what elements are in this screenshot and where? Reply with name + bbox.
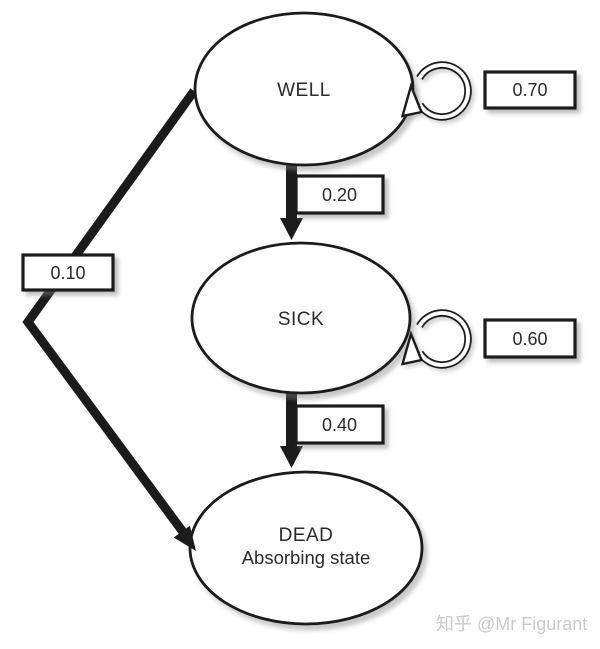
- state-sick-label: SICK: [278, 309, 324, 330]
- prob-value-well-to-well: 0.70: [512, 80, 547, 100]
- watermark: 知乎 @Mr Figurant: [436, 614, 587, 634]
- sick-self-loop-arrow: [400, 309, 472, 369]
- prob-box-well-to-sick: [294, 174, 385, 215]
- prob-box-sick-to-sick: [483, 318, 577, 359]
- prob-value-sick-to-sick: 0.60: [512, 329, 547, 349]
- prob-box-well-to-well: [483, 70, 577, 110]
- well-to-dead-arrow-line: [22, 88, 198, 535]
- well-self-loop-arrowhead: [400, 82, 424, 118]
- sick-self-loop-arrowhead: [400, 330, 424, 366]
- well-to-sick-arrowhead: [280, 218, 303, 240]
- prob-value-sick-to-dead: 0.40: [322, 415, 357, 435]
- state-sick-ellipse: [190, 241, 412, 395]
- well-self-loop-arrow: [400, 61, 472, 121]
- state-dead-ellipse: [188, 470, 424, 626]
- sick-to-dead-arrowhead: [280, 446, 303, 468]
- state-dead-label: DEAD: [279, 525, 334, 546]
- prob-box-sick-to-dead: [294, 404, 385, 445]
- prob-box-well-to-dead: [21, 253, 115, 292]
- state-dead-sublabel: Absorbing state: [242, 547, 371, 568]
- prob-value-well-to-dead: 0.10: [50, 263, 85, 283]
- prob-value-well-to-sick: 0.20: [322, 185, 357, 205]
- state-well-label: WELL: [277, 80, 331, 101]
- well-to-dead-arrowhead: [173, 525, 196, 551]
